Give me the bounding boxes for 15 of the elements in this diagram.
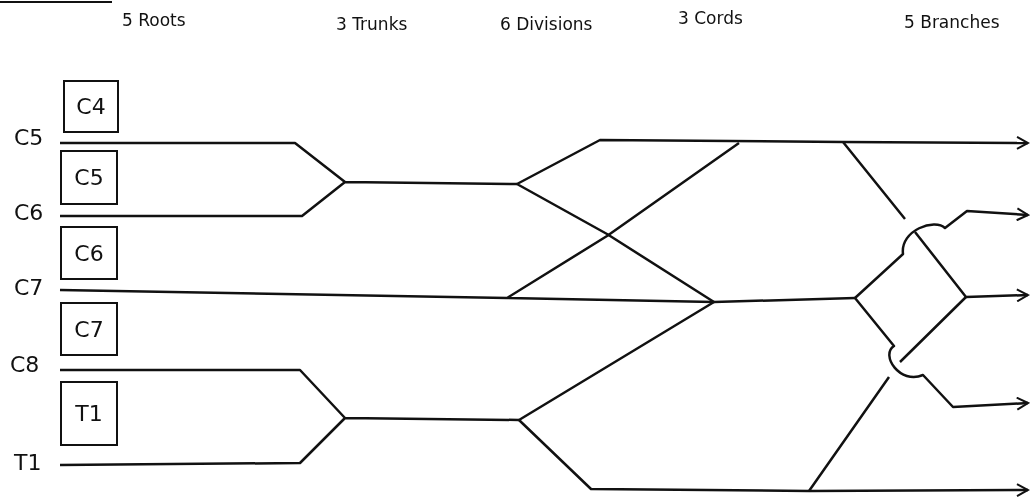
vertebra-box: T1 bbox=[60, 381, 118, 446]
vertebra-box: C5 bbox=[60, 150, 118, 205]
vertebra-box: C7 bbox=[60, 302, 118, 356]
root-label: C5 bbox=[14, 125, 44, 150]
vertebra-box: C4 bbox=[63, 80, 119, 133]
column-heading: 5 Roots bbox=[122, 10, 186, 30]
column-heading: 6 Divisions bbox=[500, 14, 593, 34]
root-label: T1 bbox=[14, 450, 42, 475]
root-label: C7 bbox=[14, 275, 44, 300]
column-heading: 3 Cords bbox=[678, 8, 743, 28]
root-label: C8 bbox=[10, 352, 40, 377]
root-label: C6 bbox=[14, 200, 44, 225]
column-heading: 5 Branches bbox=[904, 12, 1000, 32]
column-heading: 3 Trunks bbox=[336, 14, 408, 34]
vertebra-box: C6 bbox=[60, 226, 118, 280]
